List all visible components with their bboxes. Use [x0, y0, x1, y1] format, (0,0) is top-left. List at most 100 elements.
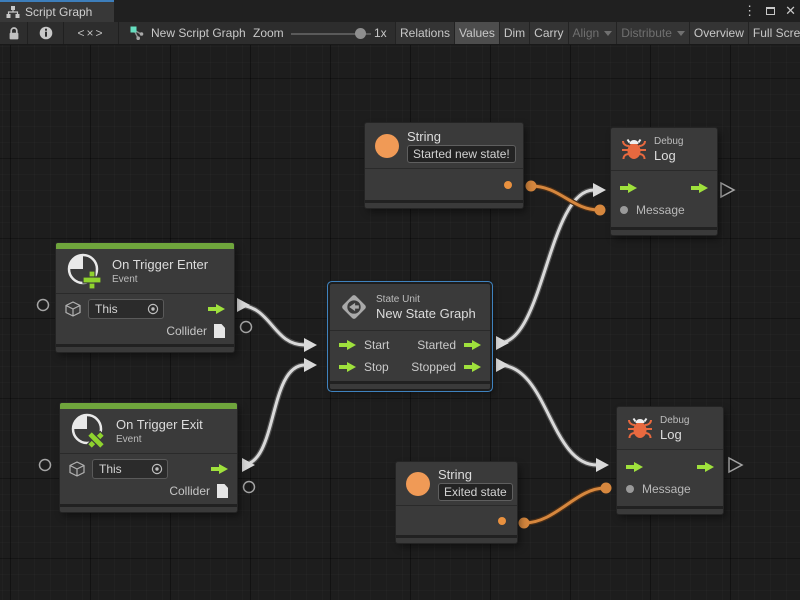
flow-output-port[interactable]: [211, 463, 228, 475]
stopped-output-port[interactable]: [464, 361, 481, 373]
lock-button[interactable]: [0, 22, 28, 44]
flow-output-port[interactable]: [208, 303, 225, 315]
distribute-label: Distribute: [621, 26, 672, 40]
string-value-field[interactable]: Exited state: [438, 482, 513, 501]
on-trigger-exit-icon: [71, 413, 106, 450]
node-header: String Started new state!: [365, 123, 523, 168]
message-input-port[interactable]: [620, 206, 628, 214]
node-title: String: [407, 128, 441, 144]
distribute-dropdown[interactable]: Distribute: [616, 22, 689, 44]
bug-icon: [622, 138, 646, 160]
flow-input-port[interactable]: [620, 182, 637, 194]
collider-label: Collider: [169, 484, 210, 498]
node-title: On Trigger Enter: [112, 256, 209, 272]
started-output-port[interactable]: [464, 339, 481, 351]
node-title: New State Graph: [376, 305, 476, 321]
bug-icon: [628, 417, 652, 439]
node-state-unit[interactable]: State Unit New State Graph Start Started…: [330, 284, 490, 389]
code-view-button[interactable]: <×>: [64, 22, 119, 44]
target-value: This: [99, 462, 122, 476]
node-footer: [396, 535, 517, 543]
stop-label: Stop: [364, 360, 389, 374]
node-header: Debug Log: [617, 407, 723, 449]
zoom-slider[interactable]: [291, 33, 371, 35]
gameobject-cube-icon: [65, 301, 81, 317]
dim-button[interactable]: Dim: [498, 22, 530, 44]
node-on-trigger-exit[interactable]: On Trigger Exit Event This: [60, 403, 237, 512]
node-title: Log: [654, 147, 676, 163]
collider-output-port[interactable]: [217, 484, 228, 498]
target-value: This: [95, 302, 118, 316]
message-label: Message: [636, 203, 685, 217]
lock-icon: [9, 26, 18, 39]
node-body: Message: [611, 170, 717, 227]
start-label: Start: [364, 338, 390, 352]
target-object-field[interactable]: This: [88, 299, 164, 319]
values-button[interactable]: Values: [454, 22, 499, 44]
node-footer: [60, 504, 237, 512]
on-trigger-enter-icon: [67, 253, 102, 290]
node-footer: [56, 344, 234, 352]
tab-script-graph[interactable]: Script Graph: [0, 0, 114, 22]
object-picker-icon[interactable]: [151, 463, 163, 475]
graph-canvas[interactable]: String Started new state! Debug: [0, 45, 800, 600]
graph-title: New Script Graph: [130, 22, 246, 44]
node-header: State Unit New State Graph: [330, 284, 490, 330]
overview-button[interactable]: Overview: [688, 22, 748, 44]
maximize-icon[interactable]: [766, 7, 776, 15]
node-header: On Trigger Enter Event: [56, 249, 234, 293]
node-body: Message: [617, 449, 723, 506]
value-wires[interactable]: [523, 183, 606, 526]
node-header: String Exited state: [396, 462, 517, 505]
stop-input-port[interactable]: [339, 361, 356, 373]
string-output-port[interactable]: [504, 181, 512, 189]
info-button[interactable]: [28, 22, 64, 44]
flow-input-port[interactable]: [626, 461, 643, 473]
node-debug-log-bottom[interactable]: Debug Log Message: [617, 407, 723, 514]
align-dropdown[interactable]: Align: [567, 22, 617, 44]
target-object-field[interactable]: This: [92, 459, 168, 479]
graph-name-label: New Script Graph: [151, 26, 246, 40]
collider-label: Collider: [166, 324, 207, 338]
value-wire-endpoints: [518, 180, 612, 529]
chevron-down-icon: [676, 31, 685, 37]
node-on-trigger-enter[interactable]: On Trigger Enter Event This: [56, 243, 234, 352]
node-footer: [365, 200, 523, 208]
fullscreen-button[interactable]: Full Screen: [747, 22, 800, 44]
menu-icon[interactable]: ⋮: [743, 3, 757, 18]
node-footer: [617, 506, 723, 514]
node-title: Log: [660, 426, 682, 442]
carry-button[interactable]: Carry: [529, 22, 568, 44]
flow-output-port[interactable]: [691, 182, 708, 194]
close-icon[interactable]: ✕: [785, 3, 796, 18]
node-string-bottom[interactable]: String Exited state: [396, 462, 517, 543]
node-subtitle: Event: [112, 273, 138, 285]
relations-button[interactable]: Relations: [395, 22, 455, 44]
node-body: This Collider: [60, 453, 237, 504]
node-subtitle: Event: [116, 433, 142, 445]
window-controls: ⋮ ✕: [743, 0, 796, 22]
node-body: This Collider: [56, 293, 234, 344]
message-input-port[interactable]: [626, 485, 634, 493]
stopped-label: Stopped: [411, 360, 456, 374]
align-label: Align: [572, 26, 600, 40]
node-body: [365, 168, 523, 200]
unconnected-ports[interactable]: [36, 181, 744, 494]
start-input-port[interactable]: [339, 339, 356, 351]
collider-output-port[interactable]: [214, 324, 225, 338]
code-icon: <×>: [77, 26, 105, 40]
graph-toolbar: <×> New Script Graph Zoom 1x Relations V…: [0, 22, 800, 45]
flow-output-port[interactable]: [697, 461, 714, 473]
object-picker-icon[interactable]: [147, 303, 159, 315]
node-title: On Trigger Exit: [116, 416, 203, 432]
string-value-field[interactable]: Started new state!: [407, 144, 516, 163]
node-string-top[interactable]: String Started new state!: [365, 123, 523, 208]
zoom-slider-handle[interactable]: [355, 28, 366, 39]
node-debug-log-top[interactable]: Debug Log Message: [611, 128, 717, 235]
event-header-stripe: [60, 403, 237, 409]
chevron-down-icon: [604, 31, 613, 37]
message-label: Message: [642, 482, 691, 496]
node-footer: [611, 227, 717, 235]
script-graph-icon: [6, 5, 20, 18]
string-output-port[interactable]: [498, 517, 506, 525]
